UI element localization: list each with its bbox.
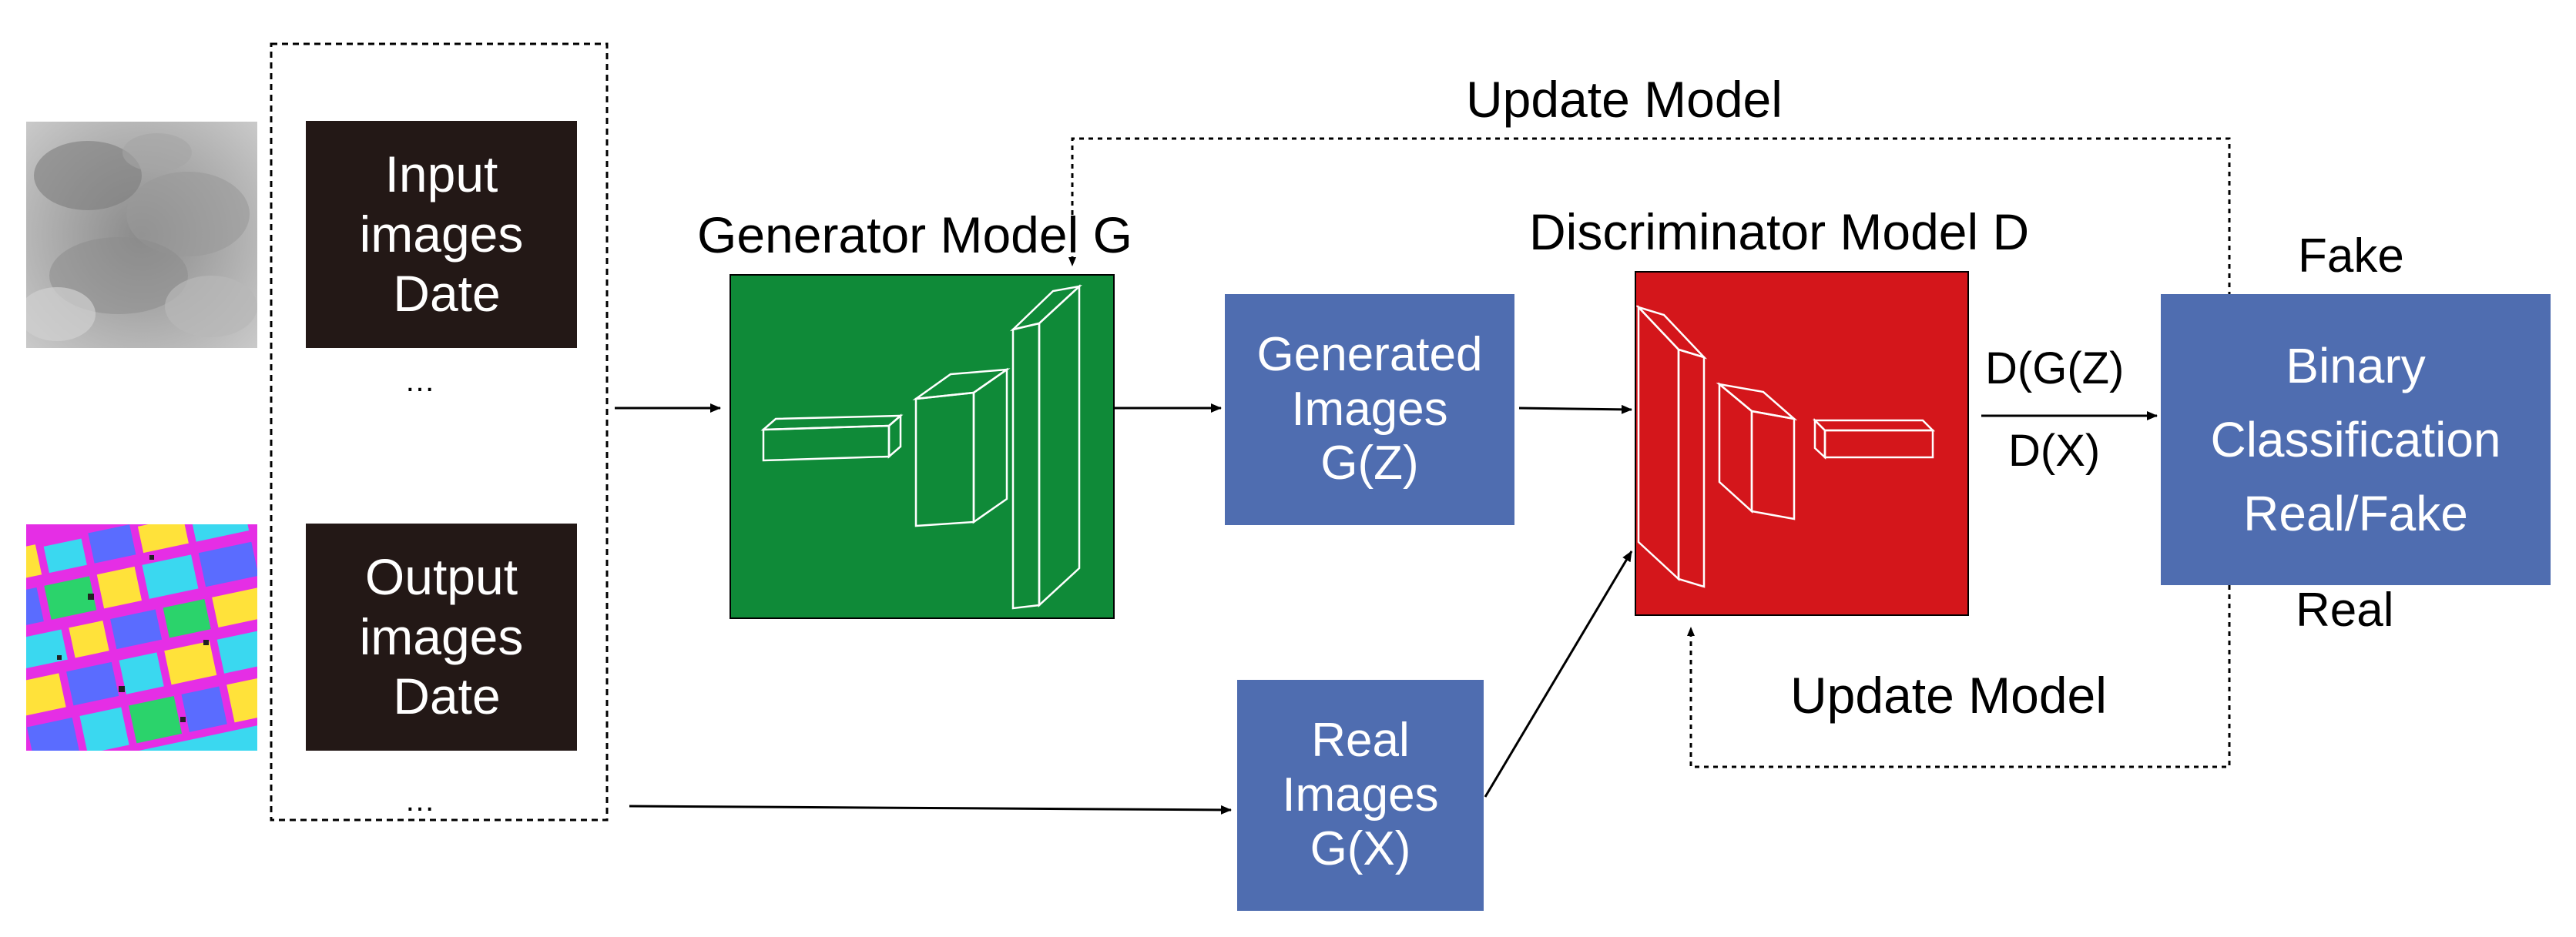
classification-line-2: Classification bbox=[2210, 412, 2501, 467]
discriminator-title: Discriminator Model D bbox=[1529, 203, 2030, 260]
real-box-line-1: Real bbox=[1311, 713, 1410, 767]
generator-title: Generator Model G bbox=[697, 206, 1132, 263]
input-images-box: Input images Date bbox=[306, 121, 577, 348]
dgz-label: D(G(Z) bbox=[1985, 343, 2125, 393]
dx-label: D(X) bbox=[2008, 426, 2101, 476]
discriminator-model-block bbox=[1635, 271, 1969, 616]
classification-line-1: Binary bbox=[2286, 338, 2426, 393]
real-label: Real bbox=[2296, 584, 2394, 637]
real-box-line-2: Images bbox=[1282, 768, 1439, 822]
grayscale-satellite-graphic bbox=[26, 122, 257, 348]
generated-box-line-3: G(Z) bbox=[1320, 437, 1419, 490]
arrow-generated-to-discriminator bbox=[1518, 404, 1632, 414]
binary-classification-box: Binary Classification Real/Fake bbox=[2161, 294, 2551, 585]
ellipsis-top: … bbox=[404, 364, 435, 398]
arrow-to-real-images bbox=[629, 805, 1232, 815]
input-box-line-2: images bbox=[359, 205, 524, 263]
output-box-line-3: Date bbox=[393, 668, 501, 725]
real-images-box: Real Images G(X) bbox=[1237, 680, 1484, 911]
generated-box-line-2: Images bbox=[1291, 382, 1448, 436]
generator-model-block bbox=[730, 274, 1115, 619]
output-box-line-2: images bbox=[359, 607, 524, 665]
output-box-line-1: Output bbox=[364, 547, 518, 605]
real-box-line-3: G(X) bbox=[1310, 822, 1411, 876]
update-model-bottom-label: Update Model bbox=[1790, 667, 2107, 724]
update-loop-top bbox=[1068, 137, 2231, 296]
images-group-dashed-frame bbox=[270, 42, 609, 822]
input-box-line-1: Input bbox=[384, 145, 498, 202]
update-model-top-label: Update Model bbox=[1466, 71, 1783, 128]
update-loop-bottom bbox=[1687, 585, 2231, 768]
generated-images-box: Generated Images G(Z) bbox=[1225, 294, 1514, 525]
grayscale-satellite-image bbox=[26, 122, 257, 348]
input-box-line-3: Date bbox=[393, 265, 501, 323]
arrow-real-to-discriminator bbox=[1484, 550, 1633, 798]
landuse-map-graphic bbox=[26, 524, 257, 751]
discriminator-layers-graphic bbox=[1635, 304, 1936, 588]
generated-box-line-1: Generated bbox=[1256, 327, 1483, 381]
colorful-landuse-map-image bbox=[26, 524, 257, 751]
fake-label: Fake bbox=[2298, 229, 2404, 283]
classification-line-3: Real/Fake bbox=[2243, 486, 2468, 541]
generator-layers-graphic bbox=[760, 284, 1082, 610]
ellipsis-bottom: … bbox=[404, 784, 435, 818]
output-images-box: Output images Date bbox=[306, 524, 577, 751]
